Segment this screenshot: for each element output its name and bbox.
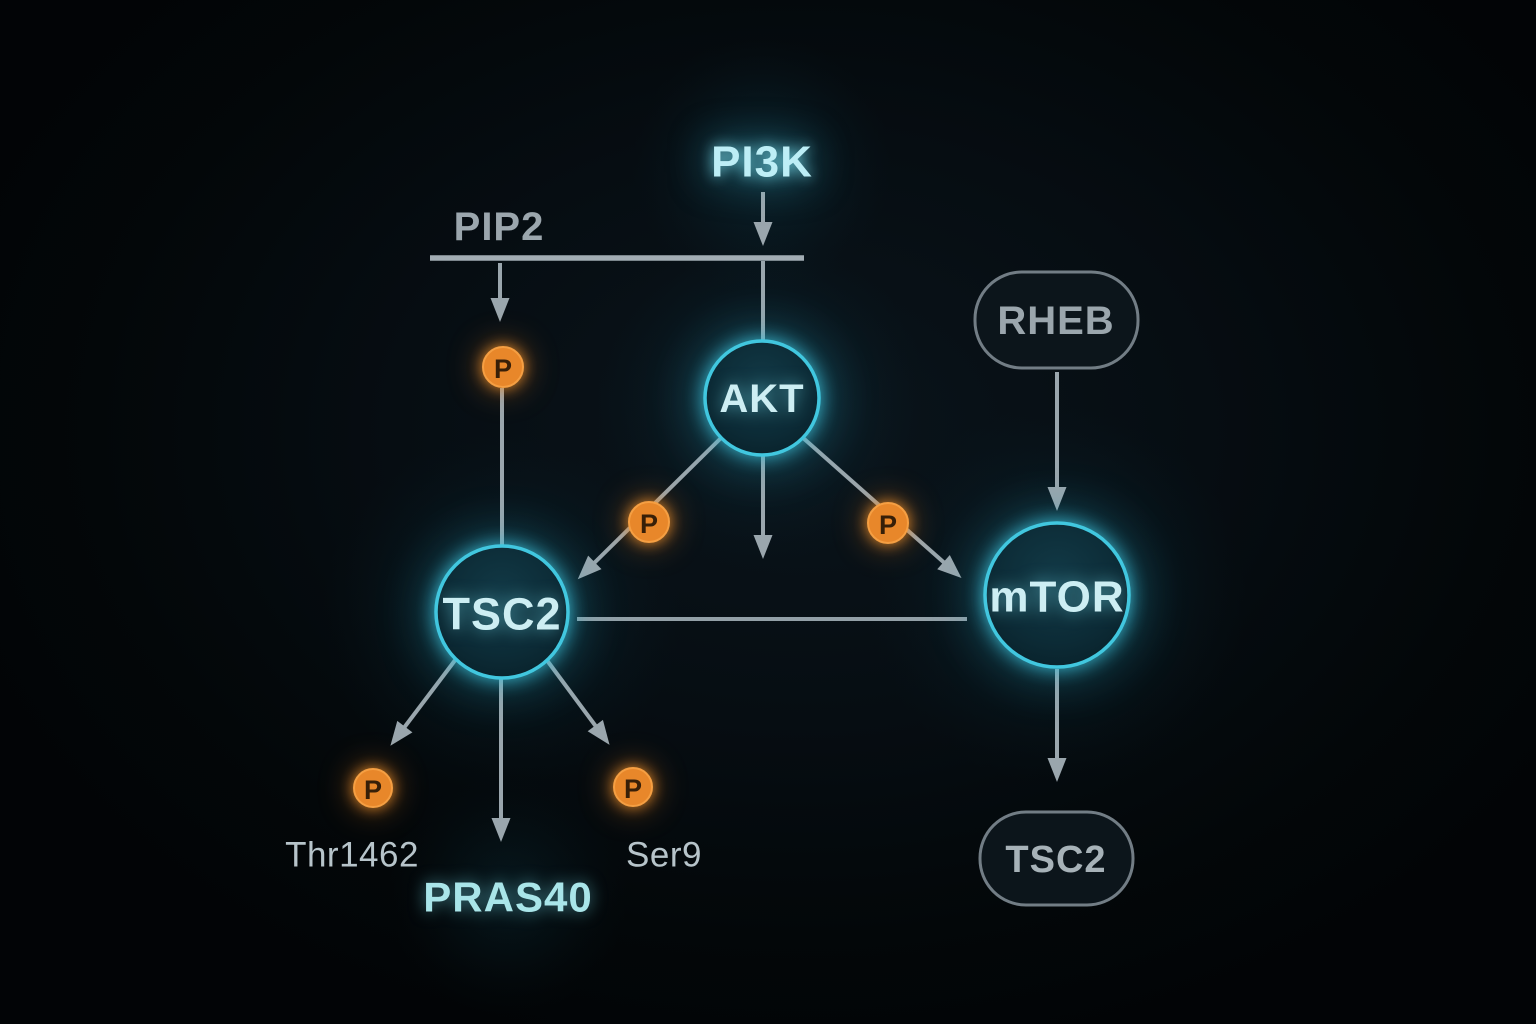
thr1462-label: Thr1462 [285, 836, 419, 875]
rheb-node: RHEB [973, 270, 1140, 370]
mtor-label: mTOR [989, 573, 1124, 622]
edge-tsc2-to-ser9 [544, 657, 610, 745]
ambient-glow-pi3k [632, 35, 892, 295]
phospho-badge-4: P [353, 768, 393, 808]
tsc2-output-node: TSC2 [978, 810, 1135, 907]
phospho-badge-3: P [867, 502, 909, 544]
phospho-badge-2-letter: P [640, 509, 658, 539]
phospho-badge-5: P [613, 767, 653, 807]
pi3k-label: PI3K [711, 138, 813, 187]
rheb-label: RHEB [997, 299, 1114, 343]
phospho-badge-2: P [628, 501, 670, 543]
pras40-label: PRAS40 [423, 874, 592, 921]
mtor-node: mTOR [983, 521, 1131, 669]
phospho-badge-4-letter: P [364, 775, 382, 805]
phospho-badge-5-letter: P [624, 774, 642, 804]
phospho-badge-1: P [482, 346, 524, 388]
ambient-glow-pras40 [388, 775, 628, 1015]
pip2-label: PIP2 [454, 205, 545, 249]
akt-node: AKT [703, 339, 821, 457]
tsc2-output-label: TSC2 [1005, 839, 1106, 881]
ser9-label: Ser9 [626, 836, 702, 875]
phospho-badge-1-letter: P [494, 354, 512, 384]
edge-tsc2-to-thr1462 [390, 657, 458, 746]
phospho-badge-3-letter: P [879, 510, 897, 540]
tsc2-node: TSC2 [434, 544, 570, 680]
tsc2-label: TSC2 [442, 589, 561, 640]
akt-label: AKT [719, 377, 804, 421]
